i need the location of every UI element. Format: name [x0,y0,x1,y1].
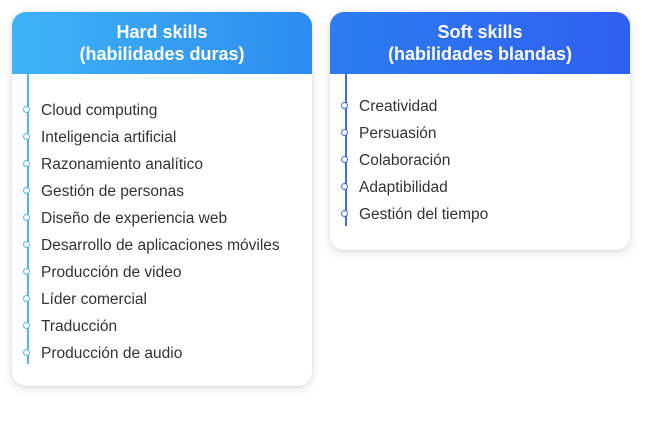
hard-skills-card: Hard skills (habilidades duras) Cloud co… [12,12,312,386]
list-item: Diseño de experiencia web [12,205,312,232]
soft-skills-header: Soft skills (habilidades blandas) [330,12,630,74]
list-item-label: Diseño de experiencia web [41,210,228,227]
hard-skills-header: Hard skills (habilidades duras) [12,12,312,74]
timeline-dot-icon [341,183,348,190]
list-item: Líder comercial [12,286,312,313]
timeline-dot-icon [341,210,348,217]
list-item: Adaptibilidad [330,174,630,201]
list-item: Gestión de personas [12,178,312,205]
timeline-dot-icon [23,322,30,329]
hard-skills-subtitle: (habilidades duras) [79,44,245,64]
list-item-label: Líder comercial [41,291,147,308]
hard-skills-title: Hard skills [116,22,208,42]
timeline-dot-icon [341,129,348,136]
timeline-dot-icon [23,268,30,275]
timeline-dot-icon [23,295,30,302]
list-item: Desarrollo de aplicaciones móviles [12,232,312,259]
timeline-dot-icon [23,160,30,167]
soft-skills-list: Creatividad Persuasión Colaboración Adap… [330,93,630,228]
list-item-label: Colaboración [359,152,451,169]
list-item: Creatividad [330,93,630,120]
list-item-label: Razonamiento analítico [41,156,203,173]
list-item-label: Inteligencia artificial [41,129,177,146]
hard-skills-list: Cloud computing Inteligencia artificial … [12,97,312,367]
timeline-dot-icon [23,241,30,248]
list-item: Traducción [12,313,312,340]
list-item: Persuasión [330,120,630,147]
list-item: Producción de audio [12,340,312,367]
list-item: Gestión del tiempo [330,201,630,228]
list-item-label: Creatividad [359,98,438,115]
list-item: Colaboración [330,147,630,174]
timeline-dot-icon [341,156,348,163]
list-item: Producción de video [12,259,312,286]
list-item-label: Producción de audio [41,345,183,362]
timeline-dot-icon [23,133,30,140]
list-item-label: Cloud computing [41,102,158,119]
timeline-dot-icon [23,187,30,194]
list-item: Cloud computing [12,97,312,124]
list-item-label: Gestión de personas [41,183,185,200]
soft-skills-card: Soft skills (habilidades blandas) Creati… [330,12,630,250]
timeline-dot-icon [23,214,30,221]
list-item: Razonamiento analítico [12,151,312,178]
list-item-label: Producción de video [41,264,182,281]
timeline-dot-icon [23,349,30,356]
soft-skills-title: Soft skills [437,22,523,42]
list-item-label: Gestión del tiempo [359,206,489,223]
timeline-dot-icon [341,102,348,109]
list-item-label: Adaptibilidad [359,179,448,196]
list-item-label: Desarrollo de aplicaciones móviles [41,237,280,254]
soft-skills-timeline-line [345,74,347,226]
soft-skills-subtitle: (habilidades blandas) [387,44,573,64]
list-item-label: Persuasión [359,125,437,142]
list-item-label: Traducción [41,318,118,335]
list-item: Inteligencia artificial [12,124,312,151]
timeline-dot-icon [23,106,30,113]
